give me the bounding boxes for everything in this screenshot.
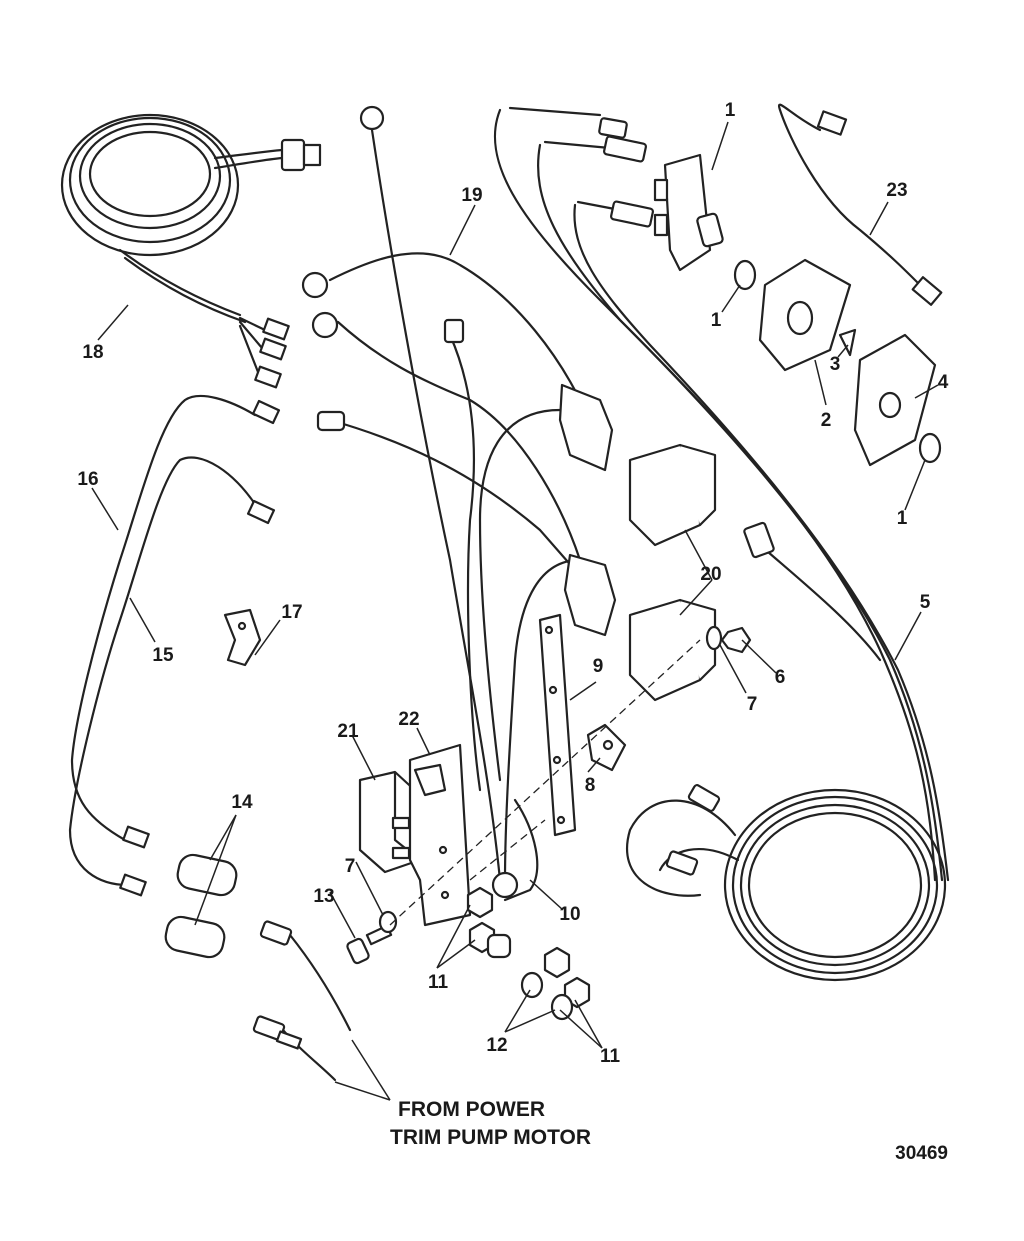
callout-13: 13: [313, 886, 334, 907]
capsules-14: [164, 853, 238, 959]
pump-motor-leads: [252, 920, 352, 1082]
alignment-line-a: [389, 639, 701, 926]
callout-17: 17: [281, 602, 302, 623]
callout-1b: 1: [711, 310, 722, 331]
plate-4: [853, 333, 937, 467]
relays-20: [628, 443, 717, 702]
screw-3: [838, 328, 857, 357]
callout-14: 14: [231, 792, 253, 813]
harness-19: [301, 105, 617, 882]
callout-12: 12: [486, 1035, 507, 1056]
callout-22: 22: [398, 709, 419, 730]
callout-6: 6: [775, 667, 786, 688]
coiled-harness-18: [60, 113, 322, 389]
callout-3: 3: [830, 354, 841, 375]
callout-1a: 1: [725, 100, 736, 121]
callout-18: 18: [82, 342, 103, 363]
wire-15-16: [68, 395, 281, 897]
nut-6: [720, 626, 752, 654]
alignment-line-b: [469, 819, 546, 881]
callout-16: 16: [77, 469, 98, 490]
leader-lines: [91, 121, 939, 1101]
callout-11b: 11: [600, 1046, 621, 1067]
bracket-9: [538, 613, 577, 837]
callout-7b: 7: [345, 856, 356, 877]
main-harness-5: [493, 106, 950, 982]
callout-1c: 1: [897, 508, 908, 529]
bracket-22: [408, 743, 472, 927]
callout-8: 8: [585, 775, 596, 796]
bezel-2: [758, 258, 852, 372]
callout-2: 2: [821, 410, 832, 431]
callout-20: 20: [700, 564, 721, 585]
callout-9: 9: [593, 656, 604, 677]
washer-7a: [705, 625, 723, 651]
note-line-2: TRIM PUMP MOTOR: [390, 1126, 591, 1149]
clip-8: [586, 723, 627, 772]
callout-15: 15: [152, 645, 174, 666]
callout-10: 10: [559, 904, 580, 925]
nut-1a: [733, 259, 757, 291]
wires-10: [503, 798, 539, 902]
callout-4: 4: [938, 372, 949, 393]
callout-11a: 11: [428, 972, 449, 993]
callout-5: 5: [920, 592, 931, 613]
switch-1: [653, 153, 724, 272]
nuts-11-12: [466, 871, 591, 1021]
clip-17: [223, 608, 262, 667]
callout-7a: 7: [747, 694, 758, 715]
callout-21: 21: [337, 721, 359, 742]
nut-1b: [918, 432, 942, 464]
note-line-1: FROM POWER: [398, 1098, 545, 1121]
lead-23: [777, 103, 943, 306]
callout-labels: 1 1 1 2 3 4 5 6 7 7 8 9 10 11 11 12 13 1…: [77, 100, 948, 1067]
washer-7b: [378, 910, 398, 934]
callout-23: 23: [886, 180, 907, 201]
figure-number: 30469: [895, 1143, 948, 1164]
callout-19: 19: [461, 185, 482, 206]
